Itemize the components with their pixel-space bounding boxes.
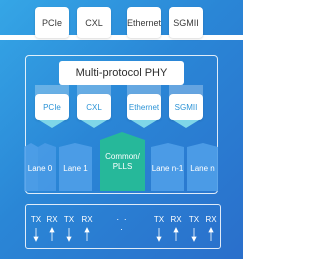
- common-line-1: Common/: [105, 152, 140, 161]
- phy-frame: [25, 55, 218, 194]
- pointer-sgmii: [173, 120, 199, 128]
- pointer-ethernet: [131, 120, 157, 128]
- io-label-rx-2: RX: [81, 215, 93, 224]
- lane-n-1-label: Lane n-1: [151, 163, 184, 173]
- lane-n-label: Lane n: [190, 163, 215, 173]
- lane-shapes: [24, 132, 218, 191]
- io-label-rx-4: RX: [205, 215, 217, 224]
- pointer-cxl: [81, 120, 107, 128]
- io-label-tx-1: TX: [30, 215, 42, 224]
- lane-0-label: Lane 0: [27, 163, 53, 173]
- io-label-rx-1: RX: [46, 215, 58, 224]
- io-label-rx-3: RX: [170, 215, 182, 224]
- lane-0-shape: [24, 143, 38, 191]
- common-shape: [100, 132, 145, 191]
- top-protocol-pcie: PCIe: [35, 7, 69, 38]
- inner-protocol-sgmii: SGMII: [169, 94, 203, 120]
- phy-diagram: PCIe CXL Ethernet SGMII Multi-protocol P…: [0, 0, 243, 259]
- lane-0-shape-b: [38, 143, 56, 191]
- top-protocol-ethernet: Ethernet: [127, 7, 161, 38]
- inner-protocol-cxl: CXL: [77, 94, 111, 120]
- lane-n-1-shape: [151, 143, 184, 191]
- io-label-tx-3: TX: [153, 215, 165, 224]
- io-label-tx-2: TX: [63, 215, 75, 224]
- top-bus-line: [0, 35, 243, 40]
- inner-protocol-ethernet: Ethernet: [127, 94, 161, 120]
- phy-title: Multi-protocol PHY: [59, 61, 184, 85]
- lane-1-label: Lane 1: [63, 163, 88, 173]
- pointer-pcie: [39, 120, 65, 128]
- io-frame: [25, 204, 221, 249]
- top-protocol-sgmii: SGMII: [169, 7, 203, 38]
- lane-n-shape: [187, 143, 218, 191]
- lane-1-shape: [59, 143, 92, 191]
- inner-protocol-pcie: PCIe: [35, 94, 69, 120]
- io-ellipsis: · · ·: [116, 214, 128, 234]
- io-label-tx-4: TX: [188, 215, 200, 224]
- top-protocol-cxl: CXL: [77, 7, 111, 38]
- common-line-2: PLLS: [112, 162, 133, 171]
- common-plls-label: Common/ PLLS: [100, 150, 145, 174]
- io-arrows: [0, 0, 243, 259]
